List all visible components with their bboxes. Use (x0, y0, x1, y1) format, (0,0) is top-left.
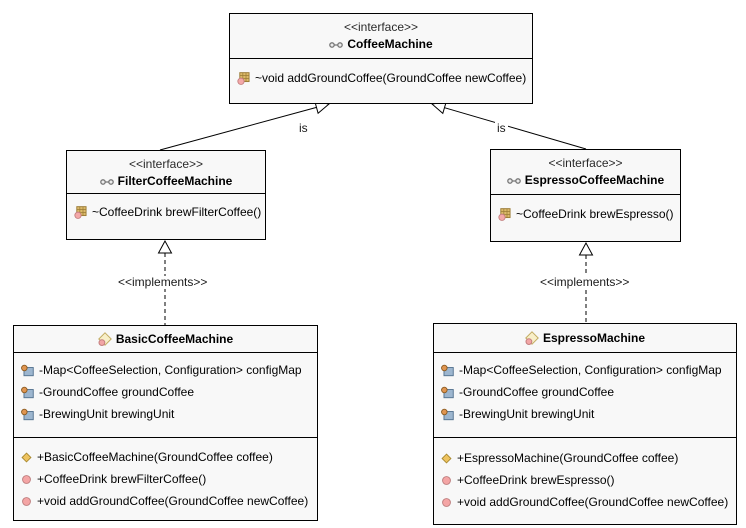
class-icon (98, 332, 112, 346)
method-text: ~CoffeeDrink brewEspresso() (516, 207, 674, 221)
interface-icon (507, 177, 521, 185)
node-basic-coffee-machine[interactable]: BasicCoffeeMachine -Map<CoffeeSelection,… (13, 325, 318, 521)
interface-method-icon (498, 208, 511, 221)
method-text: +void addGroundCoffee(GroundCoffee newCo… (457, 495, 729, 509)
field-text: -BrewingUnit brewingUnit (39, 407, 175, 421)
node-title: FilterCoffeeMachine (67, 172, 265, 191)
field-icon (441, 408, 454, 421)
field-icon (441, 364, 454, 377)
interface-method-icon (237, 72, 250, 85)
method-row[interactable]: ~CoffeeDrink brewEspresso() (491, 203, 680, 225)
node-espresso-machine-header: EspressoMachine (434, 324, 736, 353)
node-title: BasicCoffeeMachine (98, 330, 233, 349)
constructor-row[interactable]: +EspressoMachine(GroundCoffee coffee) (434, 447, 736, 469)
constructor-row[interactable]: +BasicCoffeeMachine(GroundCoffee coffee) (14, 446, 317, 468)
method-row[interactable]: ~CoffeeDrink brewFilterCoffee() (67, 201, 265, 223)
method-text: +void addGroundCoffee(GroundCoffee newCo… (37, 494, 309, 508)
method-text: +CoffeeDrink brewEspresso() (457, 473, 615, 487)
node-basic-coffee-machine-header: BasicCoffeeMachine (14, 326, 317, 353)
node-title-text: CoffeeMachine (347, 37, 433, 51)
field-text: -GroundCoffee groundCoffee (39, 385, 194, 399)
stereotype-label: <<interface>> (343, 20, 419, 34)
node-title-text: EspressoCoffeeMachine (524, 173, 665, 187)
field-text: -GroundCoffee groundCoffee (459, 385, 614, 399)
node-title-text: EspressoMachine (542, 330, 646, 345)
interface-method-icon (74, 206, 87, 219)
node-title: EspressoCoffeeMachine (491, 171, 680, 190)
interface-icon (329, 41, 343, 49)
edge-label-implements-right: <<implements>> (538, 275, 632, 289)
node-espresso-machine[interactable]: EspressoMachine -Map<CoffeeSelection, Co… (433, 323, 737, 525)
field-row[interactable]: -GroundCoffee groundCoffee (14, 381, 317, 403)
field-text: -BrewingUnit brewingUnit (459, 407, 595, 421)
edge-label-is-left: is (297, 121, 310, 135)
node-title-text: BasicCoffeeMachine (115, 331, 234, 346)
method-icon (21, 496, 32, 507)
field-row[interactable]: -BrewingUnit brewingUnit (14, 403, 317, 425)
method-text: +EspressoMachine(GroundCoffee coffee) (457, 451, 679, 465)
field-icon (21, 386, 34, 399)
field-row[interactable]: -GroundCoffee groundCoffee (434, 381, 736, 403)
field-icon (21, 408, 34, 421)
method-icon (21, 474, 32, 485)
field-text: -Map<CoffeeSelection, Configuration> con… (39, 363, 302, 377)
constructor-icon (441, 453, 452, 464)
method-icon (441, 475, 452, 486)
method-text: +CoffeeDrink brewFilterCoffee() (37, 472, 207, 486)
field-row[interactable]: -Map<CoffeeSelection, Configuration> con… (434, 359, 736, 381)
field-icon (21, 364, 34, 377)
method-row[interactable]: +void addGroundCoffee(GroundCoffee newCo… (434, 491, 736, 513)
field-row[interactable]: -BrewingUnit brewingUnit (434, 403, 736, 425)
method-row[interactable]: +CoffeeDrink brewFilterCoffee() (14, 468, 317, 490)
node-coffee-machine[interactable]: <<interface>> CoffeeMachine ~void addGro… (229, 13, 533, 104)
constructor-icon (21, 452, 32, 463)
node-filter-coffee-machine-header: <<interface>> FilterCoffeeMachine (67, 151, 265, 194)
field-icon (441, 386, 454, 399)
method-row[interactable]: ~void addGroundCoffee(GroundCoffee newCo… (230, 67, 532, 89)
node-title: EspressoMachine (525, 329, 645, 348)
node-title: CoffeeMachine (230, 35, 532, 54)
method-text: ~CoffeeDrink brewFilterCoffee() (92, 205, 262, 219)
method-row[interactable]: +CoffeeDrink brewEspresso() (434, 469, 736, 491)
node-espresso-coffee-machine-header: <<interface>> EspressoCoffeeMachine (491, 150, 680, 195)
method-text: ~void addGroundCoffee(GroundCoffee newCo… (255, 71, 527, 85)
node-coffee-machine-header: <<interface>> CoffeeMachine (230, 14, 532, 59)
edge-label-is-right: is (495, 121, 508, 135)
node-espresso-coffee-machine[interactable]: <<interface>> EspressoCoffeeMachine ~Cof… (490, 149, 681, 242)
field-row[interactable]: -Map<CoffeeSelection, Configuration> con… (14, 359, 317, 381)
field-text: -Map<CoffeeSelection, Configuration> con… (459, 363, 722, 377)
class-icon (525, 331, 539, 345)
node-filter-coffee-machine[interactable]: <<interface>> FilterCoffeeMachine ~Coffe… (66, 150, 266, 240)
method-row[interactable]: +void addGroundCoffee(GroundCoffee newCo… (14, 490, 317, 512)
method-text: +BasicCoffeeMachine(GroundCoffee coffee) (37, 450, 273, 464)
edge-label-implements-left: <<implements>> (116, 275, 210, 289)
stereotype-label: <<interface>> (128, 157, 204, 171)
stereotype-label: <<interface>> (548, 156, 623, 170)
interface-icon (100, 178, 114, 186)
method-icon (441, 497, 452, 508)
node-title-text: FilterCoffeeMachine (117, 174, 233, 188)
